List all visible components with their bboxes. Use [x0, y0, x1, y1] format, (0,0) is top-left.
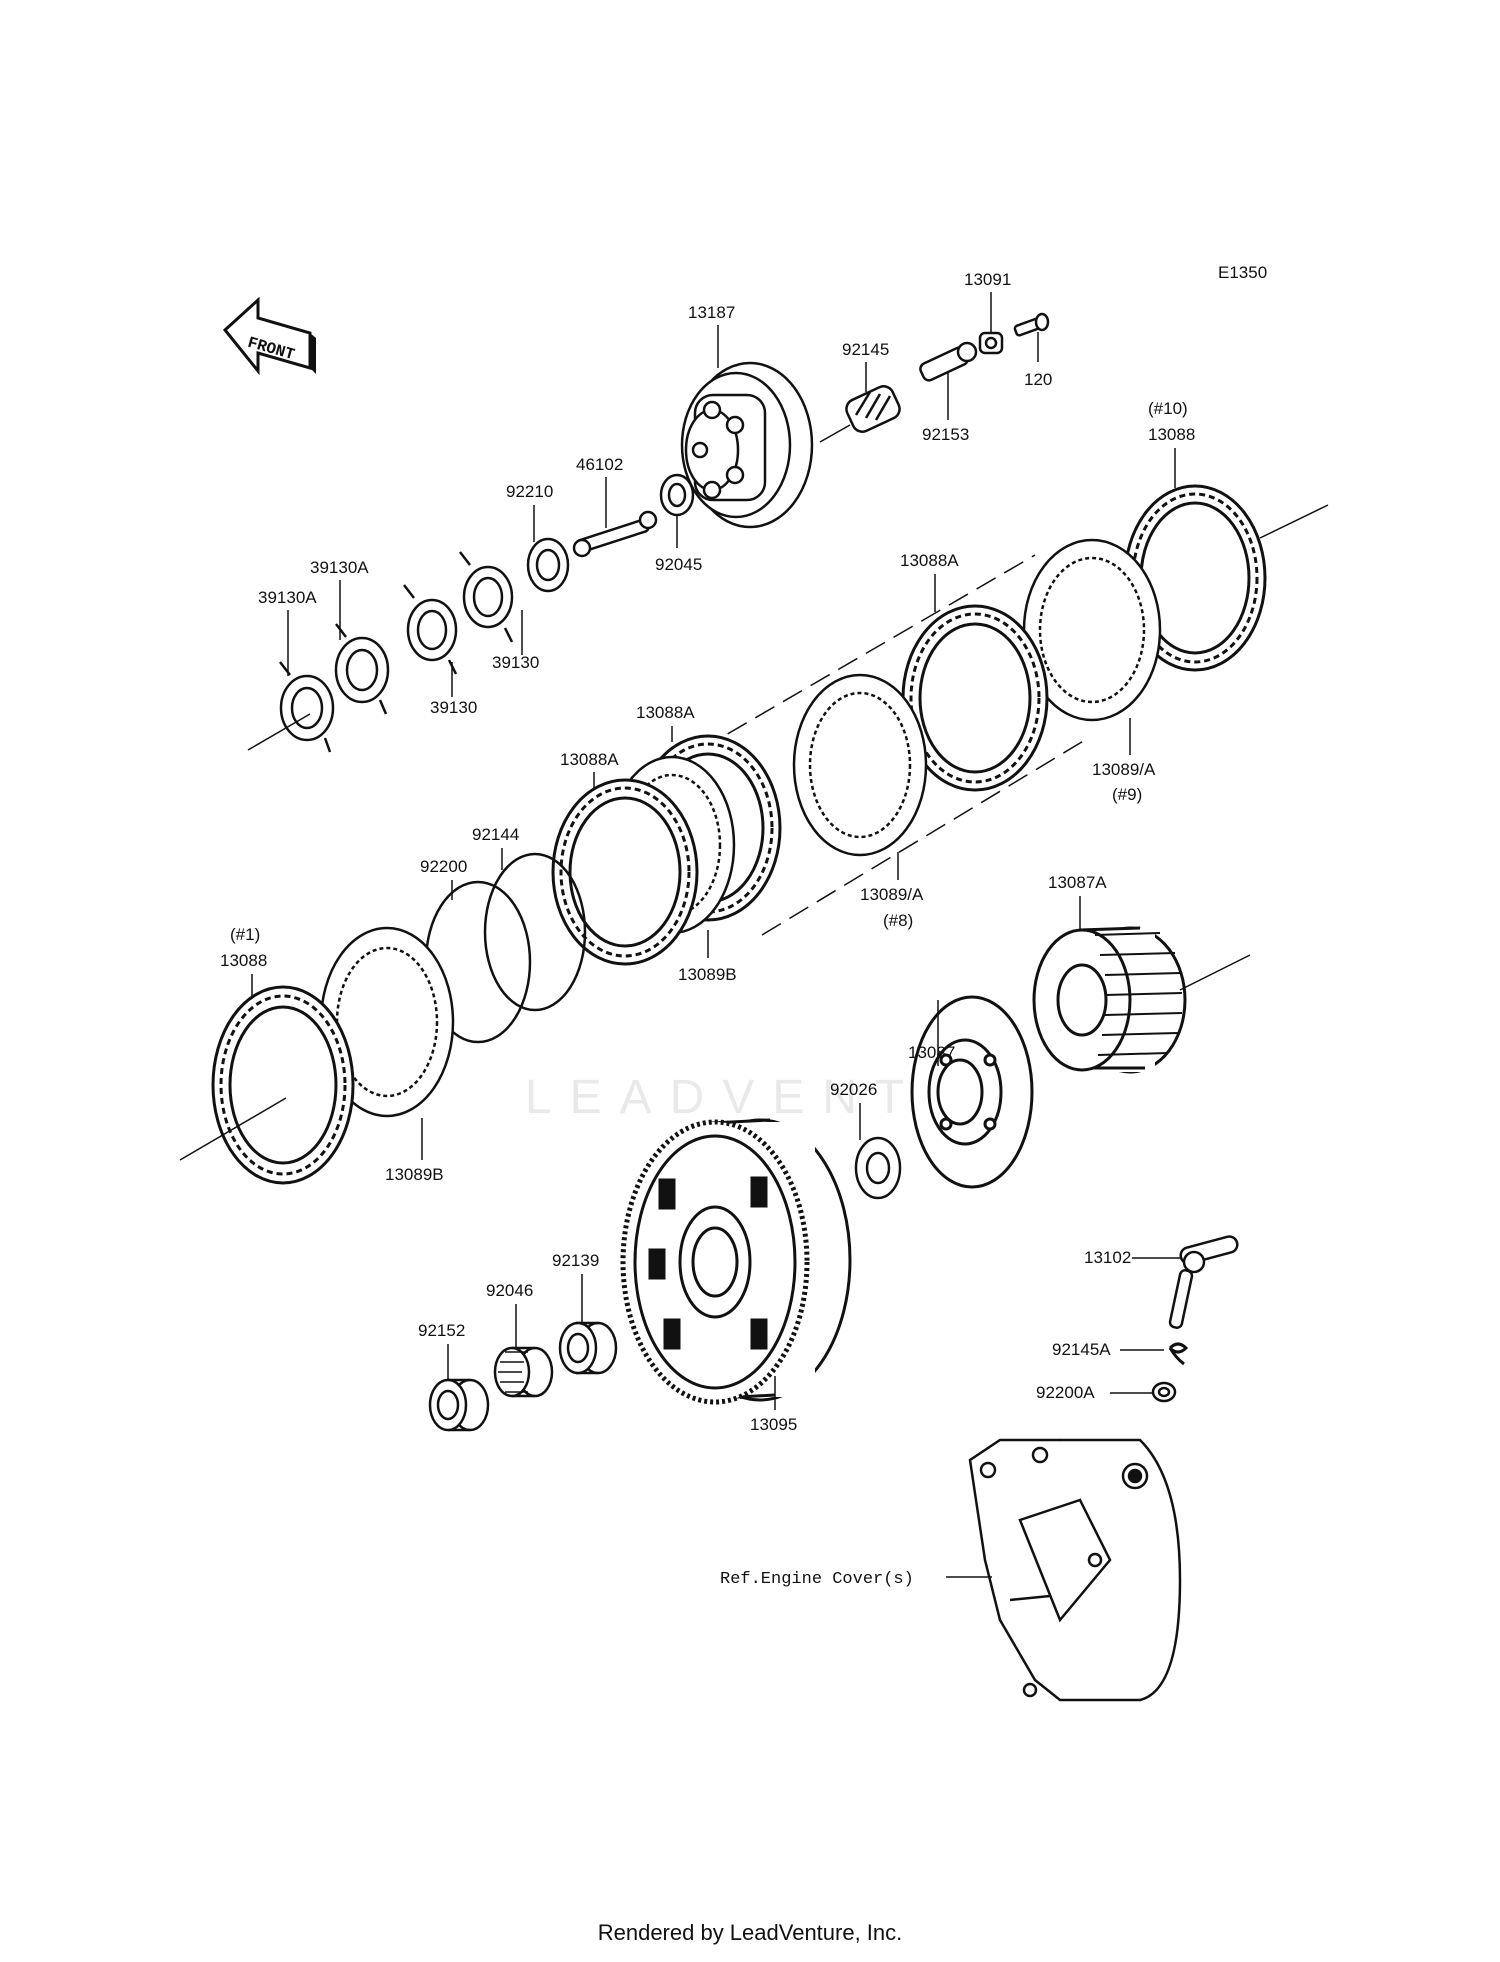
label-13088-1-tag: (#1) [230, 925, 260, 944]
collar-92153 [919, 341, 978, 382]
label-13088A-mid: 13088A [636, 703, 695, 722]
label-13102: 13102 [1084, 1248, 1131, 1267]
label-ref-engine-cover: Ref.Engine Cover(s) [720, 1570, 914, 1589]
label-92026: 92026 [830, 1080, 877, 1099]
plate-13091 [978, 331, 1004, 355]
label-92152: 92152 [418, 1321, 465, 1340]
label-13088-10: 13088 [1148, 425, 1195, 444]
needle-bearing-92046 [493, 1346, 554, 1398]
label-92046: 92046 [486, 1281, 533, 1300]
label-92200A: 92200A [1036, 1383, 1095, 1402]
label-46102: 46102 [576, 455, 623, 474]
friction-plate-13088A-top [901, 604, 1049, 792]
label-92145: 92145 [842, 340, 889, 359]
friction-plate-13088-1 [211, 985, 355, 1185]
footer-credit: Rendered by LeadVenture, Inc. [597, 1920, 903, 1945]
friction-plate-13088A-left [551, 778, 699, 966]
label-39130-a: 39130 [492, 653, 539, 672]
spring-92145A [1168, 1342, 1189, 1366]
label-13187: 13187 [688, 303, 735, 322]
label-13087: 13087 [908, 1043, 955, 1062]
bearing-92045 [659, 473, 695, 517]
steel-plate-13089A-9 [1022, 538, 1162, 722]
label-120: 120 [1024, 370, 1052, 389]
label-39130A-a: 39130A [310, 558, 369, 577]
engine-cover-ref [968, 1438, 1182, 1702]
washer-92026 [854, 1136, 902, 1200]
label-13088-1: 13088 [220, 951, 267, 970]
steel-plate-13089B-left [319, 926, 455, 1118]
diagram-code: E1350 [1218, 263, 1267, 282]
pushrod-46102 [572, 510, 658, 558]
watermark: LEADVENTU [524, 1071, 976, 1124]
clutch-hub-13087A [1032, 926, 1187, 1074]
label-13089A-8: 13089/A [860, 885, 924, 904]
label-13089B-left: 13089B [385, 1165, 444, 1184]
label-13089B-mid: 13089B [678, 965, 737, 984]
steel-plate-13089A-8 [792, 673, 928, 857]
clutch-plate-13087 [910, 995, 1034, 1189]
label-92210: 92210 [506, 482, 553, 501]
label-13087A: 13087A [1048, 873, 1107, 892]
seal-92210 [526, 537, 570, 593]
label-92145A: 92145A [1052, 1340, 1111, 1359]
label-13088A-top: 13088A [900, 551, 959, 570]
spring-92144 [483, 852, 587, 1012]
label-13088-10-tag: (#10) [1148, 399, 1188, 418]
label-39130A-b: 39130A [258, 588, 317, 607]
label-92139: 92139 [552, 1251, 599, 1270]
label-92153: 92153 [922, 425, 969, 444]
label-92200: 92200 [420, 857, 467, 876]
label-39130-b: 39130 [430, 698, 477, 717]
collar-92152 [428, 1378, 490, 1432]
washer-92200A [1151, 1381, 1177, 1403]
clutch-housing-13095 [620, 1118, 852, 1405]
collar-92139 [558, 1321, 618, 1375]
pressure-plate-13187 [680, 361, 814, 529]
lever-13102 [1168, 1235, 1239, 1329]
label-13091: 13091 [964, 270, 1011, 289]
label-92144: 92144 [472, 825, 519, 844]
label-13095: 13095 [750, 1415, 797, 1434]
spring-92145 [845, 385, 901, 433]
bolt-120 [1013, 312, 1050, 337]
label-13089A-9-tag: (#9) [1112, 785, 1142, 804]
label-13089A-8-tag: (#8) [883, 911, 913, 930]
label-13088A-left: 13088A [560, 750, 619, 769]
label-92045: 92045 [655, 555, 702, 574]
label-13089A-9: 13089/A [1092, 760, 1156, 779]
washers-39130 [279, 551, 514, 753]
front-arrow-icon: FRONT [222, 296, 316, 376]
